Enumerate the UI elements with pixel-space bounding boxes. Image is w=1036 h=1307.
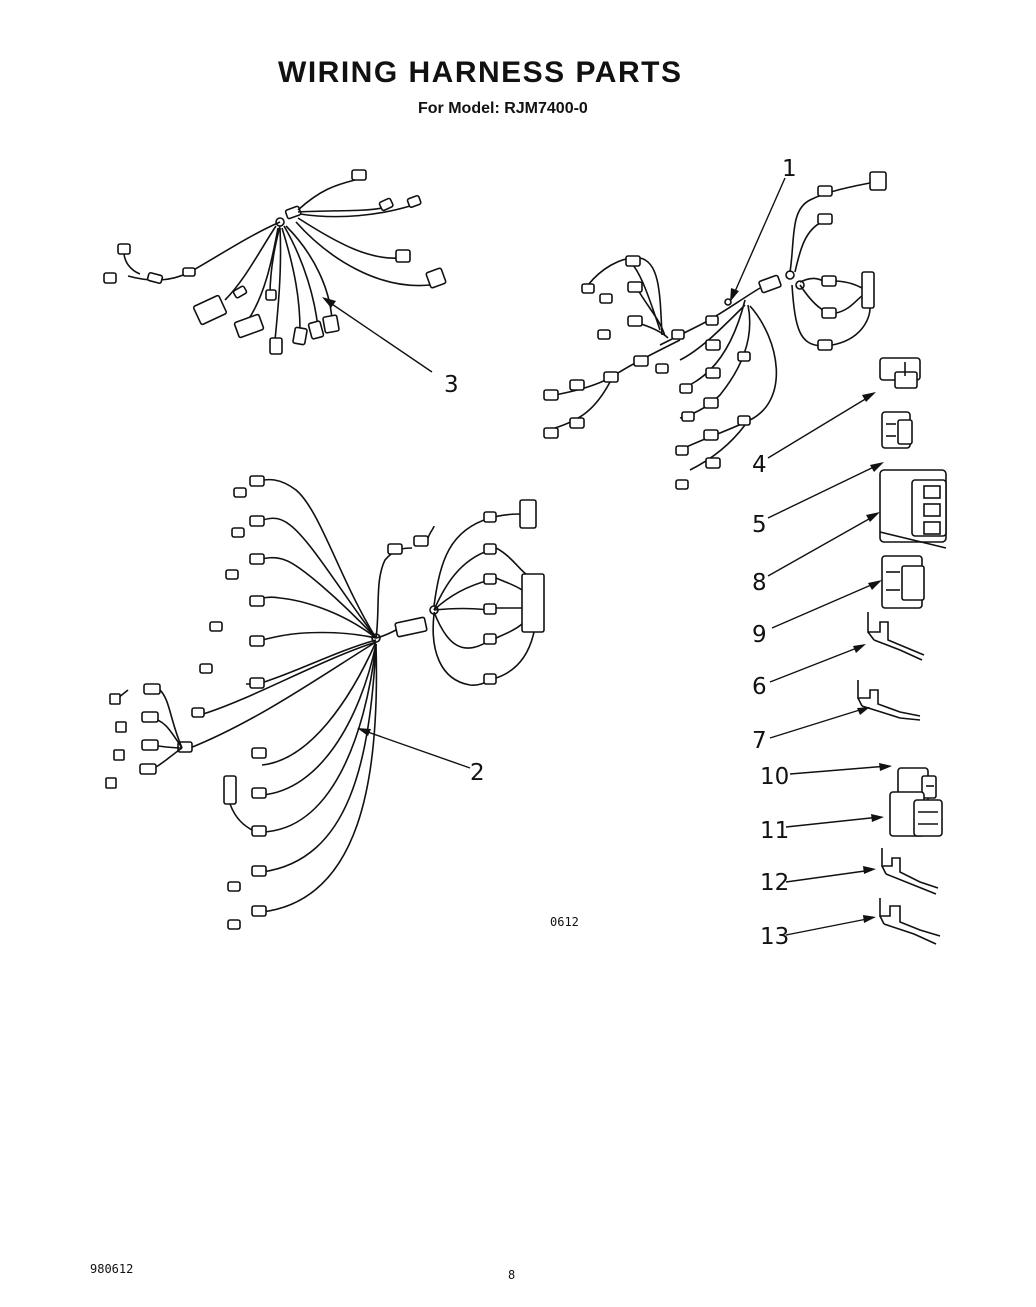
callout-10: 10 bbox=[760, 764, 790, 790]
harness-3 bbox=[103, 169, 447, 355]
figure-code: 0612 bbox=[550, 915, 579, 929]
callout-5: 5 bbox=[752, 512, 767, 538]
callout-1: 1 bbox=[782, 156, 797, 182]
harness-2 bbox=[105, 475, 545, 930]
page-number: 8 bbox=[508, 1268, 516, 1282]
callout-7: 7 bbox=[752, 728, 767, 754]
part-13-icon bbox=[879, 898, 941, 945]
part-7-icon bbox=[857, 680, 921, 721]
callout-11: 11 bbox=[760, 818, 790, 844]
model-subtitle: For Model: RJM7400-0 bbox=[418, 100, 588, 117]
callout-6: 6 bbox=[752, 674, 767, 700]
part-5-icon bbox=[881, 411, 913, 449]
part-9-icon bbox=[881, 555, 925, 609]
callout-13: 13 bbox=[760, 924, 790, 950]
harness-1 bbox=[543, 171, 887, 490]
callout-8: 8 bbox=[752, 570, 767, 596]
part-8-icon bbox=[879, 469, 947, 549]
part-11-icon bbox=[889, 791, 943, 837]
part-4-icon bbox=[879, 357, 921, 389]
part-12-icon bbox=[881, 848, 939, 895]
callout-2: 2 bbox=[470, 760, 485, 786]
document-number: 980612 bbox=[90, 1262, 134, 1276]
page-title: WIRING HARNESS PARTS bbox=[278, 56, 683, 89]
callout-4: 4 bbox=[752, 452, 767, 478]
callout-3: 3 bbox=[444, 372, 459, 398]
part-6-icon bbox=[867, 612, 925, 661]
callout-12: 12 bbox=[760, 870, 790, 896]
callout-9: 9 bbox=[752, 622, 767, 648]
